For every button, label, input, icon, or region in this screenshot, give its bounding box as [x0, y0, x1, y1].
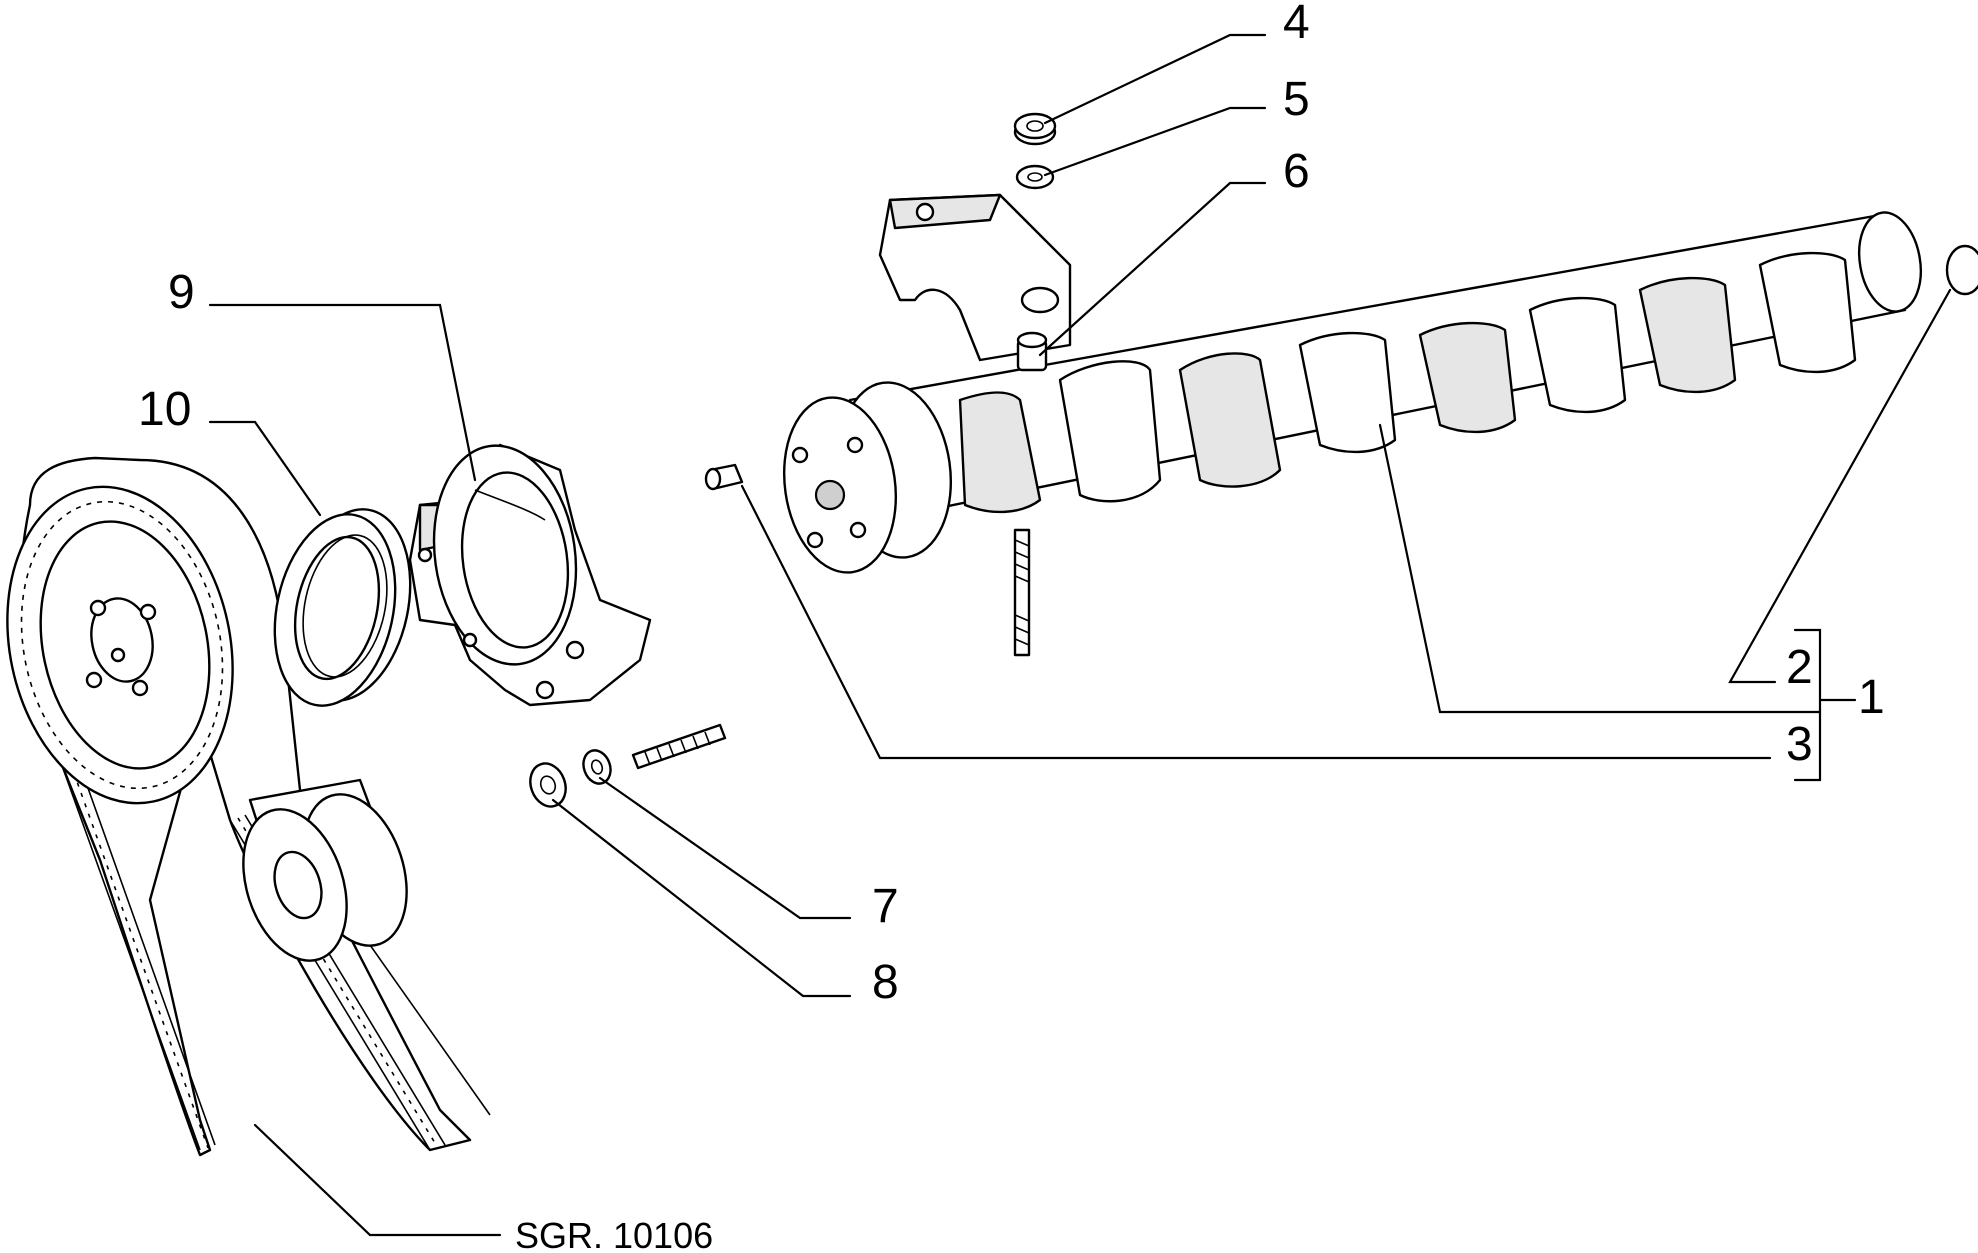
camshaft-pulley-icon [6, 485, 234, 805]
washer-5-icon [1015, 164, 1055, 190]
callout-9: 9 [168, 266, 195, 319]
callout-5: 5 [1283, 73, 1310, 126]
callout-1: 1 [1858, 671, 1885, 724]
leader-sgr [253, 1123, 502, 1237]
diagram-reference: SGR. 10106 [515, 1215, 713, 1253]
washer-7-icon [582, 749, 612, 785]
leader-10 [208, 420, 322, 517]
callout-2: 2 [1786, 641, 1813, 694]
leader-4 [1043, 33, 1267, 125]
nut-4-icon [1013, 112, 1057, 146]
camshaft-icon [782, 211, 1922, 574]
oil-seal-icon [273, 508, 412, 707]
leader-5 [1043, 106, 1267, 177]
dowel-6-icon [1016, 331, 1048, 372]
stud-icon [1013, 528, 1031, 657]
callout-3: 3 [1786, 718, 1813, 771]
dowel-pin-3-icon [704, 463, 744, 491]
callout-4: 4 [1283, 0, 1310, 49]
callout-6: 6 [1283, 145, 1310, 198]
nut-8-icon [529, 762, 567, 808]
plug-icon [1945, 244, 1978, 296]
bracket-1 [1793, 628, 1822, 782]
callout-7: 7 [872, 880, 899, 933]
callout-10: 10 [138, 383, 191, 436]
leader-3 [740, 484, 1772, 760]
leader-7 [598, 776, 852, 920]
leader-1 [1378, 423, 1822, 714]
leader-2 [1728, 288, 1952, 684]
leader-8 [551, 798, 852, 998]
leader-lines [208, 33, 1952, 1237]
leader-9 [208, 303, 477, 482]
camshaft-support-flange-icon [408, 443, 652, 707]
callout-8: 8 [872, 956, 899, 1009]
belt-tensioner-roller-icon [242, 778, 408, 962]
leader-6 [1038, 181, 1267, 357]
stud-bolt-icon [631, 723, 727, 770]
bearing-cap-icon [878, 193, 1072, 362]
